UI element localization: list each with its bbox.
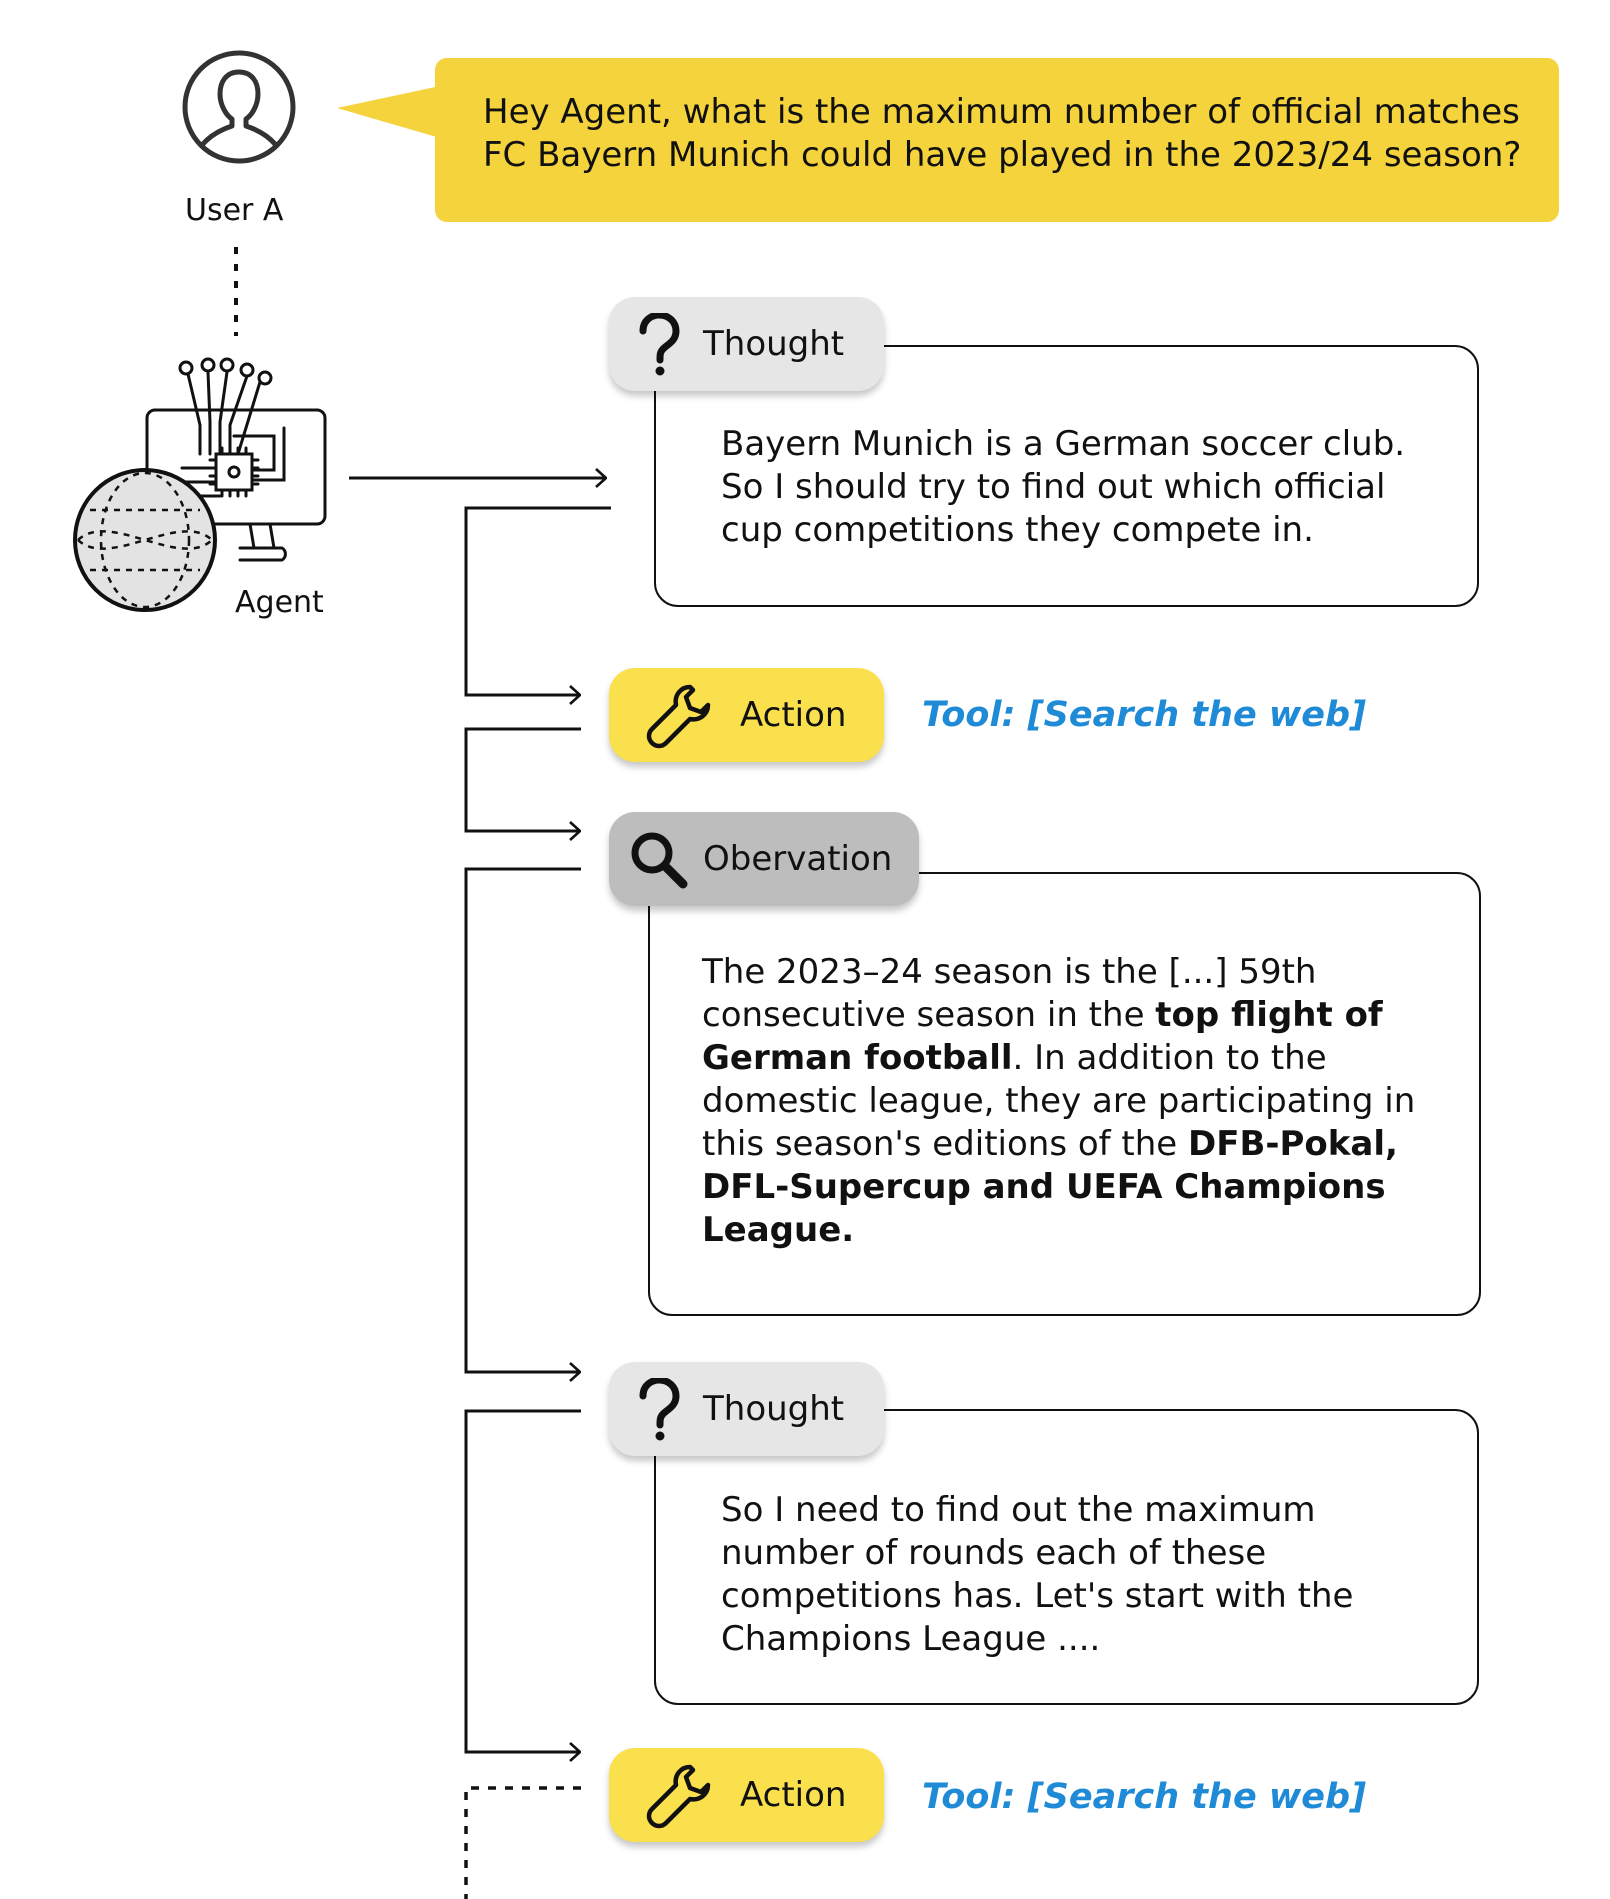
question-line: FC Bayern Munich could have played in th…	[483, 135, 1522, 175]
action-to-observation-arrow	[464, 727, 581, 831]
observation-line: this season's editions of the DFB-Pokal,	[702, 1124, 1398, 1164]
thought-label: Thought	[703, 324, 845, 364]
thought-card: So I need to find out the maximum number…	[654, 1409, 1479, 1705]
action-pill: Action	[609, 668, 884, 762]
observation-label: Obervation	[703, 839, 893, 879]
speech-tail	[337, 86, 440, 138]
thought-line: number of rounds each of these	[721, 1533, 1267, 1573]
user-question-bubble: Hey Agent, what is the maximum number of…	[435, 58, 1559, 222]
thought-line: cup competitions they compete in.	[721, 510, 1314, 550]
tool-label: Tool: [Search the web]	[922, 1777, 1366, 1817]
agent-label: Agent	[235, 585, 324, 620]
observation-card: The 2023–24 season is the [...] 59th con…	[648, 872, 1481, 1316]
tool-label: Tool: [Search the web]	[922, 695, 1366, 735]
thought-line: So I need to find out the maximum	[721, 1490, 1316, 1530]
thought-card: Bayern Munich is a German soccer club. S…	[654, 345, 1479, 607]
thought-pill: Thought	[609, 1362, 884, 1456]
wrench-icon	[646, 684, 711, 749]
action-label: Action	[740, 695, 847, 735]
user-avatar-icon	[182, 50, 296, 164]
thought-line: Champions League ....	[721, 1619, 1101, 1659]
thought-pill: Thought	[609, 297, 884, 391]
thought-line: So I should try to find out which offici…	[721, 467, 1386, 507]
question-mark-icon	[639, 1378, 680, 1441]
action-label: Action	[740, 1775, 847, 1815]
question-mark-icon	[639, 313, 680, 376]
observation-line: domestic league, they are participating …	[702, 1081, 1416, 1121]
question-line: Hey Agent, what is the maximum number of…	[483, 92, 1520, 132]
user-label: User A	[185, 193, 284, 228]
thought-line: competitions has. Let's start with the	[721, 1576, 1354, 1616]
user-avatar	[180, 48, 298, 166]
agent-computer-globe-icon	[73, 357, 327, 612]
continuation-link	[464, 1786, 581, 1899]
observation-line: League.	[702, 1210, 855, 1250]
observation-line: The 2023–24 season is the [...] 59th	[702, 952, 1317, 992]
action-pill: Action	[609, 1748, 884, 1842]
magnifier-icon	[631, 832, 688, 889]
observation-to-thought-arrow	[464, 867, 581, 1372]
thought-line: Bayern Munich is a German soccer club.	[721, 424, 1406, 464]
thought-label: Thought	[703, 1389, 845, 1429]
observation-line: German football. In addition to the	[702, 1038, 1327, 1078]
thought-to-action2-arrow	[464, 1409, 581, 1752]
observation-line: consecutive season in the top flight of	[702, 995, 1383, 1035]
observation-line: DFL-Supercup and UEFA Champions	[702, 1167, 1386, 1207]
agent-figure	[70, 350, 340, 620]
wrench-icon	[646, 1764, 711, 1829]
observation-pill: Obervation	[609, 812, 919, 906]
thought-to-action-arrow	[464, 506, 611, 695]
